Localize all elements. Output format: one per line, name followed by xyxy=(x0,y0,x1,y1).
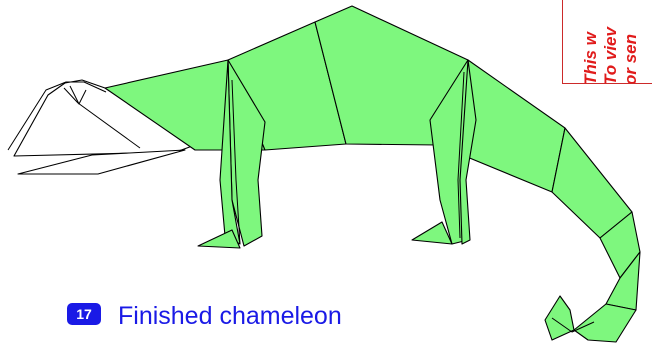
tail-tip-fold xyxy=(545,296,574,340)
front-foot xyxy=(198,230,240,248)
watermark-line-1: This w xyxy=(581,27,601,84)
chameleon-body xyxy=(105,6,640,342)
tail-curl-panel xyxy=(574,304,636,342)
watermark-line-2: To viev xyxy=(601,27,621,84)
step-number-badge: 17 xyxy=(67,303,101,325)
watermark-text: This w To viev or sen xyxy=(581,27,641,84)
watermark-box: This w To viev or sen xyxy=(562,0,652,84)
step-caption: Finished chameleon xyxy=(118,301,342,331)
watermark-line-3: or sen xyxy=(621,27,641,84)
hind-foot xyxy=(412,222,452,244)
